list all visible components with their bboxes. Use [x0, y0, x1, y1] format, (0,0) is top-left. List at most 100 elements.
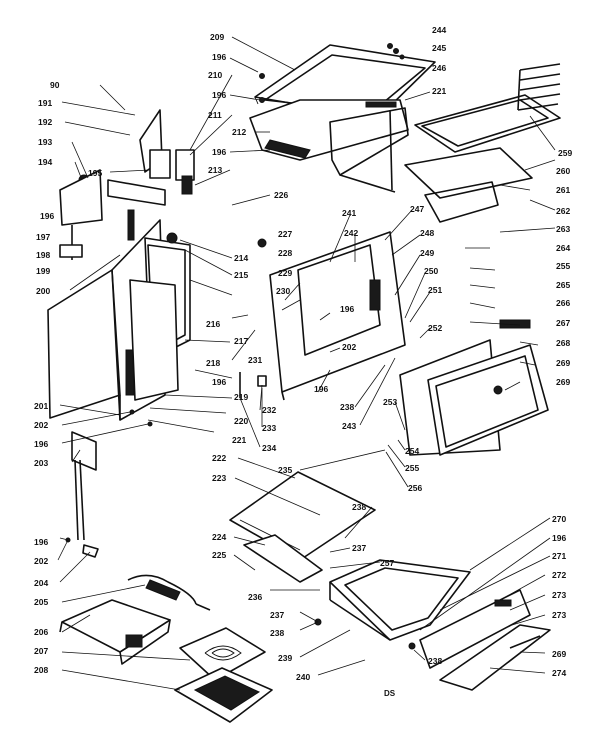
callout-226: 226	[274, 190, 288, 200]
callout-227: 227	[278, 229, 292, 239]
callout-238-b: 238	[340, 402, 354, 412]
oven-door-part	[399, 319, 549, 456]
callout-259: 259	[558, 148, 572, 158]
callout-202-b: 202	[34, 556, 48, 566]
callout-240: 240	[296, 672, 310, 682]
callout-221-b: 221	[232, 435, 246, 445]
callout-196-b: 196	[212, 52, 226, 62]
callout-224: 224	[212, 532, 226, 542]
callout-268: 268	[556, 338, 570, 348]
callout-222: 222	[212, 453, 226, 463]
callout-257: 257	[380, 558, 394, 568]
callout-241: 241	[342, 208, 356, 218]
surface-burner-part	[174, 627, 273, 723]
callout-272: 272	[552, 570, 566, 580]
storage-drawer-part	[329, 559, 471, 641]
callout-254: 254	[405, 446, 419, 456]
callout-196-e: 196	[212, 377, 226, 387]
callout-223: 223	[212, 473, 226, 483]
callout-251: 251	[428, 285, 442, 295]
callout-260: 260	[556, 166, 570, 176]
callout-263: 263	[556, 224, 570, 234]
callout-202-c: 202	[342, 342, 356, 352]
callout-269: 269	[556, 377, 570, 387]
callout-193: 193	[38, 137, 52, 147]
callout-265: 265	[556, 280, 570, 290]
callout-194: 194	[38, 157, 52, 167]
callout-229: 229	[278, 268, 292, 278]
drawing-code: DS	[384, 689, 396, 698]
callout-239: 239	[278, 653, 292, 663]
callout-208: 208	[34, 665, 48, 675]
heating-element-part	[59, 599, 171, 665]
callout-216: 216	[206, 319, 220, 329]
callout-242: 242	[344, 228, 358, 238]
cooktop-body-part	[249, 99, 409, 193]
callout-221: 221	[432, 86, 446, 96]
callout-209: 209	[210, 32, 224, 42]
callout-270: 270	[552, 514, 566, 524]
callout-218: 218	[206, 358, 220, 368]
callout-238-d: 238	[428, 656, 442, 666]
callout-235: 235	[278, 465, 292, 475]
callout-206: 206	[34, 627, 48, 637]
callout-238: 238	[270, 628, 284, 638]
callout-204: 204	[34, 578, 48, 588]
callout-211: 211	[208, 110, 222, 120]
callout-230: 230	[276, 286, 290, 296]
callout-192: 192	[38, 117, 52, 127]
callout-201: 201	[34, 401, 48, 411]
callout-233: 233	[262, 423, 276, 433]
callout-238-c: 238	[352, 502, 366, 512]
callout-271: 271	[552, 551, 566, 561]
callout-196-h: 196	[340, 304, 354, 314]
callout-262: 262	[556, 206, 570, 216]
callout-266: 266	[556, 298, 570, 308]
callout-199: 199	[36, 266, 50, 276]
callout-197: 197	[36, 232, 50, 242]
side-panel-part	[47, 209, 166, 421]
callout-90: 90	[50, 80, 60, 90]
control-panel-parts	[59, 109, 195, 260]
callout-273: 273	[552, 590, 566, 600]
callout-196-c: 196	[212, 90, 226, 100]
back-rack-part	[404, 63, 561, 223]
callout-243: 243	[342, 421, 356, 431]
callout-196-j: 196	[552, 533, 566, 543]
callout-255-b: 255	[556, 261, 570, 271]
callout-198: 198	[36, 250, 50, 260]
callout-214: 214	[234, 253, 248, 263]
leader-lines	[57, 36, 556, 691]
callout-249: 249	[420, 248, 434, 258]
callout-labels: 90 191 192 193 194 195 196 197 198 199 2…	[34, 25, 572, 698]
callout-247: 247	[410, 204, 424, 214]
callout-225: 225	[212, 550, 226, 560]
callout-252: 252	[428, 323, 442, 333]
callout-203: 203	[34, 458, 48, 468]
callout-217: 217	[234, 336, 248, 346]
callout-205: 205	[34, 597, 48, 607]
callout-207: 207	[34, 646, 48, 656]
callout-273-b: 273	[552, 610, 566, 620]
callout-237-b: 237	[352, 543, 366, 553]
callout-234: 234	[262, 443, 276, 453]
callout-231: 231	[248, 355, 262, 365]
callout-232: 232	[262, 405, 276, 415]
drawer-front-part	[419, 589, 551, 691]
callout-267: 267	[556, 318, 570, 328]
callout-250: 250	[424, 266, 438, 276]
drawer-rail-part	[243, 534, 323, 583]
callout-200: 200	[36, 286, 50, 296]
callout-253: 253	[383, 397, 397, 407]
callout-195: 195	[88, 168, 102, 178]
callout-215: 215	[234, 270, 248, 280]
callout-274: 274	[552, 668, 566, 678]
callout-245: 245	[432, 43, 446, 53]
power-cord-part	[127, 574, 211, 611]
callout-244: 244	[432, 25, 446, 35]
callout-255: 255	[405, 463, 419, 473]
support-strap-part	[71, 431, 99, 558]
callout-212: 212	[232, 127, 246, 137]
callout-196-i: 196	[314, 384, 328, 394]
